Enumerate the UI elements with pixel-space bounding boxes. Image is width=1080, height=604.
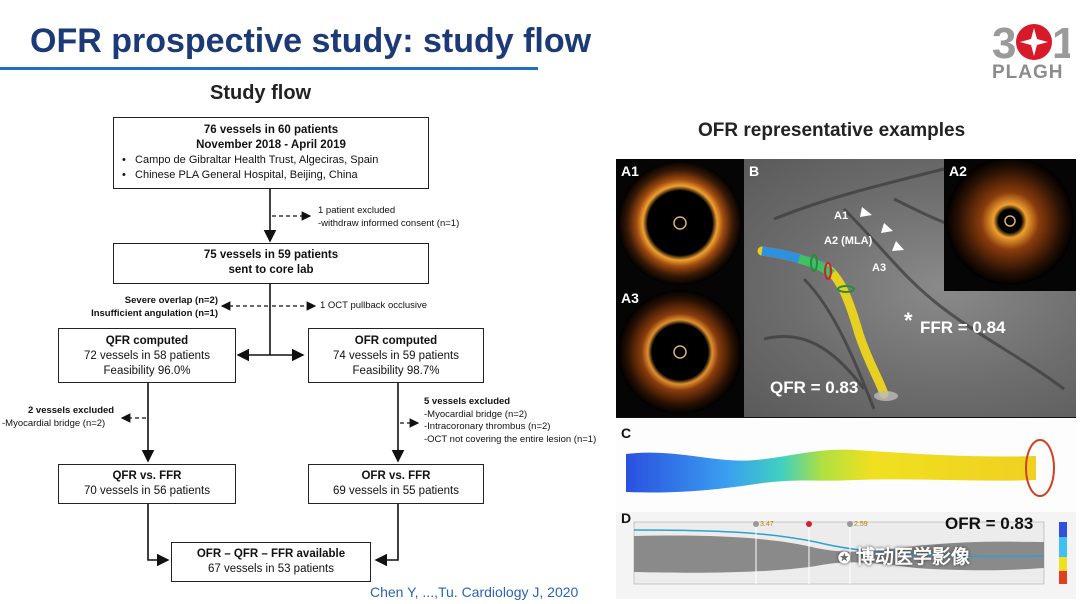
label-c: C (621, 425, 632, 441)
box-ofr-computed: OFR computed 74 vessels in 59 patients F… (308, 328, 484, 383)
vessel-3d-graphic (626, 439, 1055, 497)
label-a2: A2 (949, 163, 967, 179)
box-enrolled-bullet-2: • Chinese PLA General Hospital, Beijing,… (122, 169, 358, 181)
box-enrolled-line2: November 2018 - April 2019 (196, 139, 346, 151)
oct-image-a2 (944, 157, 1076, 291)
flow-heading: Study flow (210, 82, 312, 104)
label-d: D (621, 510, 632, 526)
box-ofr-vs-ffr: OFR vs. FFR 69 vessels in 55 patients (308, 464, 484, 504)
qfr-value: QFR = 0.83 (770, 378, 859, 397)
slide-title: OFR prospective study: study flow (30, 22, 592, 60)
qfr-vs-ffr-title: QFR vs. FFR (112, 470, 182, 482)
ofr-value: OFR = 0.83 (945, 514, 1034, 533)
ofr-computed-title: OFR computed (354, 335, 438, 347)
diameter-profile-panel (616, 512, 1076, 599)
final-line1: 67 vessels in 53 patients (208, 563, 334, 575)
annotation-a2-mla: A2 (MLA) (824, 235, 873, 247)
label-a3: A3 (621, 290, 639, 306)
marker-value-1: 3.47 (760, 521, 774, 528)
qfr-vs-ffr-line1: 70 vessels in 56 patients (84, 485, 210, 497)
annotation-a3: A3 (872, 262, 887, 274)
box-enrolled: 76 vessels in 60 patients November 2018 … (113, 117, 429, 189)
oct-a3-graphic (618, 290, 742, 414)
box-core-lab-line1: 75 vessels in 59 patients (203, 249, 339, 261)
label-b: B (749, 163, 760, 179)
diameter-profile-graphic (633, 521, 1067, 585)
qfr-computed-line2: Feasibility 96.0% (103, 365, 191, 377)
vessel-3d-panel (616, 418, 1076, 512)
citation: Chen Y, ...,Tu. Cardiology J, 2020 (370, 584, 579, 600)
box-qfr-vs-ffr: QFR vs. FFR 70 vessels in 56 patients (58, 464, 236, 504)
oct-a2-graphic (946, 157, 1074, 285)
watermark: ✪ 博动医学影像 (838, 542, 970, 569)
arrow-ofrffr-final (374, 504, 399, 567)
box-core-lab: 75 vessels in 59 patients sent to core l… (113, 243, 429, 284)
svg-text:1: 1 (1052, 19, 1070, 68)
final-title: OFR – QFR – FFR available (196, 548, 346, 560)
exclusion-note-qfr: 2 vessels excluded -Myocardial bridge (n… (2, 405, 115, 429)
box-final-available: OFR – QFR – FFR available 67 vessels in … (171, 542, 371, 582)
ffr-star: * (904, 308, 913, 333)
ofr-vs-ffr-title: OFR vs. FFR (361, 470, 431, 482)
annotation-a1: A1 (834, 210, 849, 222)
box-qfr-computed: QFR computed 72 vessels in 58 patients F… (58, 328, 236, 383)
title-underline (0, 67, 538, 70)
ofr-vs-ffr-line1: 69 vessels in 55 patients (333, 485, 459, 497)
label-a1: A1 (621, 163, 639, 179)
angiogram-graphic (757, 167, 1065, 410)
box-enrolled-bullet-1: • Campo de Gibraltar Health Trust, Algec… (122, 154, 379, 166)
watermark-text: 博动医学影像 (855, 547, 970, 568)
exclusion-note-1: 1 patient excluded -withdraw informed co… (318, 205, 460, 229)
ofr-computed-line2: Feasibility 98.7% (352, 365, 440, 377)
box-core-lab-line2: sent to core lab (228, 264, 314, 276)
box-enrolled-line1: 76 vessels in 60 patients (203, 124, 339, 136)
exclusion-note-ofr: 5 vessels excluded -Myocardial bridge (n… (424, 396, 597, 445)
exclusion-note-left: Severe overlap (n=2) Insufficient angula… (91, 295, 218, 319)
oct-image-a1 (616, 159, 744, 287)
flow-connectors (120, 189, 420, 567)
examples-heading: OFR representative examples (698, 120, 966, 141)
logo-text: PLAGH (992, 62, 1064, 83)
qfr-computed-title: QFR computed (105, 335, 189, 347)
logo-icon: 3 1 (992, 19, 1076, 68)
qfr-computed-line1: 72 vessels in 58 patients (84, 350, 210, 362)
exclusion-note-right: 1 OCT pullback occlusive (320, 300, 428, 311)
oct-a1-graphic (618, 161, 742, 285)
ofr-computed-line1: 74 vessels in 59 patients (333, 350, 459, 362)
svg-text:3: 3 (992, 19, 1016, 68)
marker-value-2: 2.59 (854, 521, 868, 528)
wechat-icon: ✪ (838, 550, 851, 567)
oct-image-a3 (616, 287, 744, 417)
arrow-qfrffr-final (147, 504, 170, 567)
ffr-value: FFR = 0.84 (920, 318, 1006, 337)
